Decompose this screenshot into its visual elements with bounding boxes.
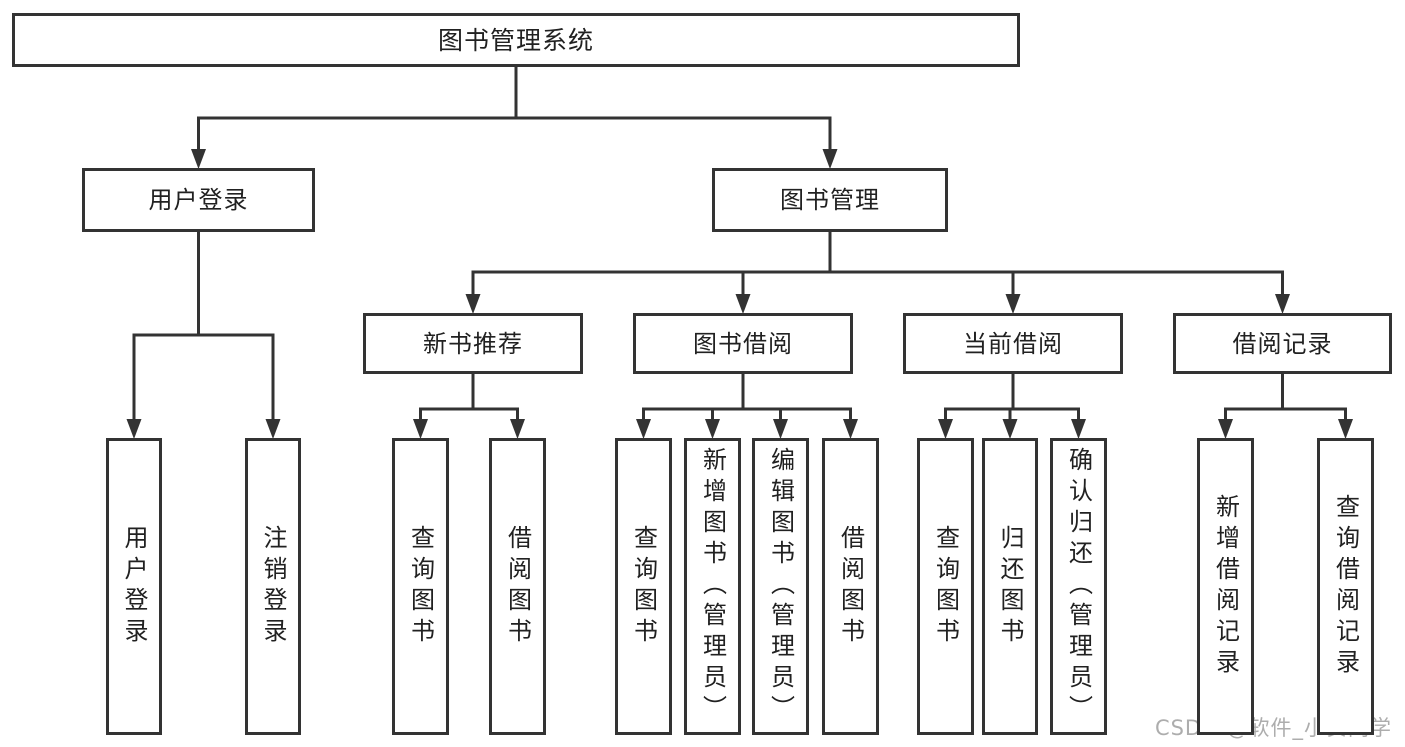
node-current-borrow: 当前借阅 [903, 313, 1123, 374]
node-leaf-bb-add: 新增图书（管理员） [684, 438, 741, 735]
node-leaf-cb-confirm: 确认归还（管理员） [1050, 438, 1107, 735]
node-leaf-bb-query: 查询图书 [615, 438, 672, 735]
node-leaf-nb-borrow: 借阅图书 [489, 438, 546, 735]
node-leaf-nb-query: 查询图书 [392, 438, 449, 735]
node-leaf-cb-return: 归还图书 [982, 438, 1038, 735]
node-leaf-br-query: 查询借阅记录 [1317, 438, 1374, 735]
node-borrow-record: 借阅记录 [1173, 313, 1392, 374]
node-leaf-logout: 注销登录 [245, 438, 301, 735]
node-book-mgmt: 图书管理 [712, 168, 948, 232]
node-new-book: 新书推荐 [363, 313, 583, 374]
node-root: 图书管理系统 [12, 13, 1020, 67]
node-leaf-br-add: 新增借阅记录 [1197, 438, 1254, 735]
node-leaf-cb-query: 查询图书 [917, 438, 974, 735]
node-book-borrow: 图书借阅 [633, 313, 853, 374]
node-leaf-user-login: 用户登录 [106, 438, 162, 735]
node-leaf-bb-borrow: 借阅图书 [822, 438, 879, 735]
node-leaf-bb-edit: 编辑图书（管理员） [752, 438, 809, 735]
node-user-login: 用户登录 [82, 168, 315, 232]
